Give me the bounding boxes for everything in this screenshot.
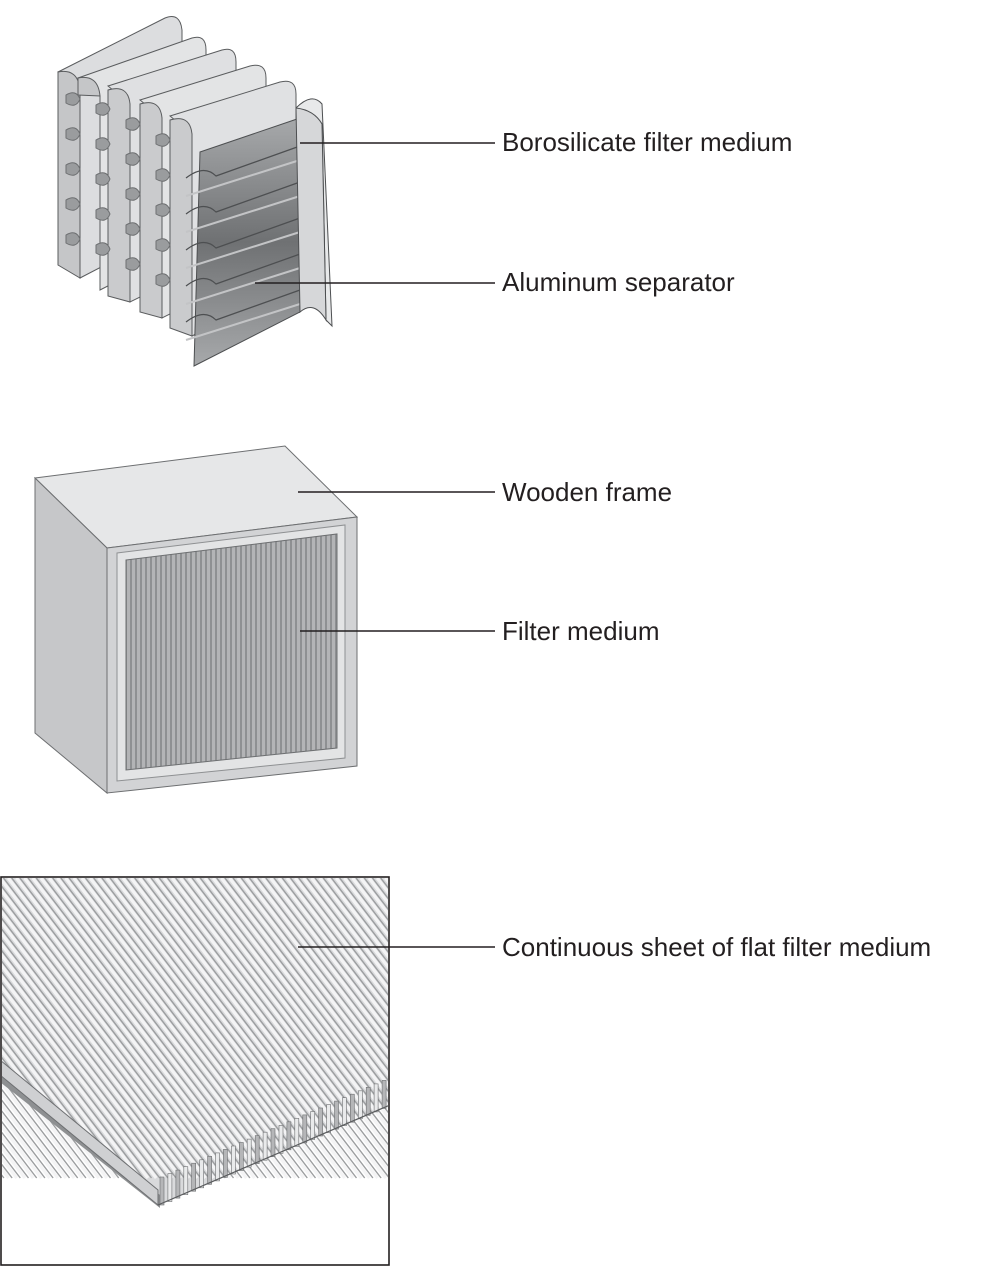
label-wooden-frame: Wooden frame xyxy=(502,477,673,507)
label-filter-medium: Filter medium xyxy=(502,616,660,646)
separator-corrugations-back xyxy=(65,92,171,287)
aluminum-separator-front xyxy=(185,117,301,367)
separator-pack-illustration xyxy=(57,16,333,367)
borosilicate-sheet-front xyxy=(295,98,333,328)
label-borosilicate-filter-medium: Borosilicate filter medium xyxy=(502,127,793,157)
continuous-sheet-inset xyxy=(0,876,390,1266)
pleated-filter-medium xyxy=(125,533,338,771)
framed-filter-illustration xyxy=(33,445,359,795)
inset-pleats xyxy=(2,878,388,1208)
label-continuous-sheet: Continuous sheet of flat filter medium xyxy=(502,932,932,962)
label-aluminum-separator: Aluminum separator xyxy=(502,267,735,297)
